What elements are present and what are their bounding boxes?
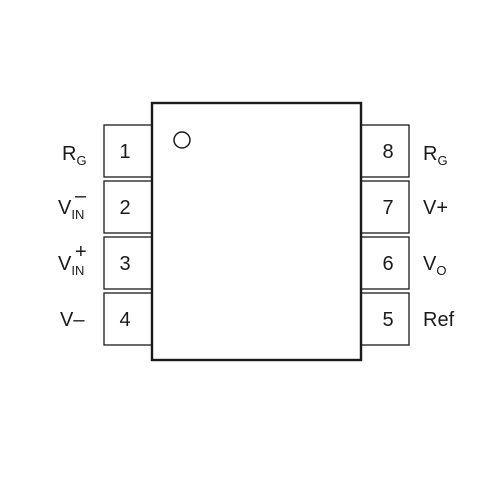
pin-8-number: 8 [382, 141, 393, 163]
pin-8-label: RG [423, 143, 448, 168]
pin-8: 8 RG [360, 124, 448, 178]
pin-1-number: 1 [119, 141, 130, 163]
pin-3-number: 3 [119, 253, 130, 275]
package-body [150, 101, 363, 362]
pin-1: 1 RG [62, 124, 153, 178]
pin-6: 6 VO [360, 236, 446, 290]
pin-7: 7 V+ [360, 180, 448, 234]
pin-3: 3 VIN + [58, 236, 153, 290]
pin-5-label: Ref [423, 309, 455, 331]
pin-5-lead [360, 292, 410, 346]
pin-2-number: 2 [119, 197, 130, 219]
pin-2: 2 VIN – [58, 180, 153, 234]
pin-3-label: VIN [58, 253, 84, 278]
pin-2-label: VIN [58, 197, 84, 222]
pin-4-label: V– [60, 309, 85, 331]
pin-8-lead [360, 124, 410, 178]
pin-2-superscript: – [75, 185, 87, 207]
pin-1-label: RG [62, 143, 87, 168]
pin-7-number: 7 [382, 197, 393, 219]
pin-1-lead [103, 124, 153, 178]
pin-3-superscript: + [75, 241, 87, 263]
pin-5-number: 5 [382, 309, 393, 331]
pin1-indicator-dot [173, 131, 191, 149]
pin-2-lead [103, 180, 153, 234]
pin-6-lead [360, 236, 410, 290]
pin-3-lead [103, 236, 153, 290]
pin-7-lead [360, 180, 410, 234]
pin-7-label: V+ [423, 197, 448, 219]
pin-5: 5 Ref [360, 292, 455, 346]
pin-4-number: 4 [119, 309, 130, 331]
pin-6-number: 6 [382, 253, 393, 275]
pin-6-label: VO [423, 253, 446, 278]
pin-4: 4 V– [60, 292, 153, 346]
